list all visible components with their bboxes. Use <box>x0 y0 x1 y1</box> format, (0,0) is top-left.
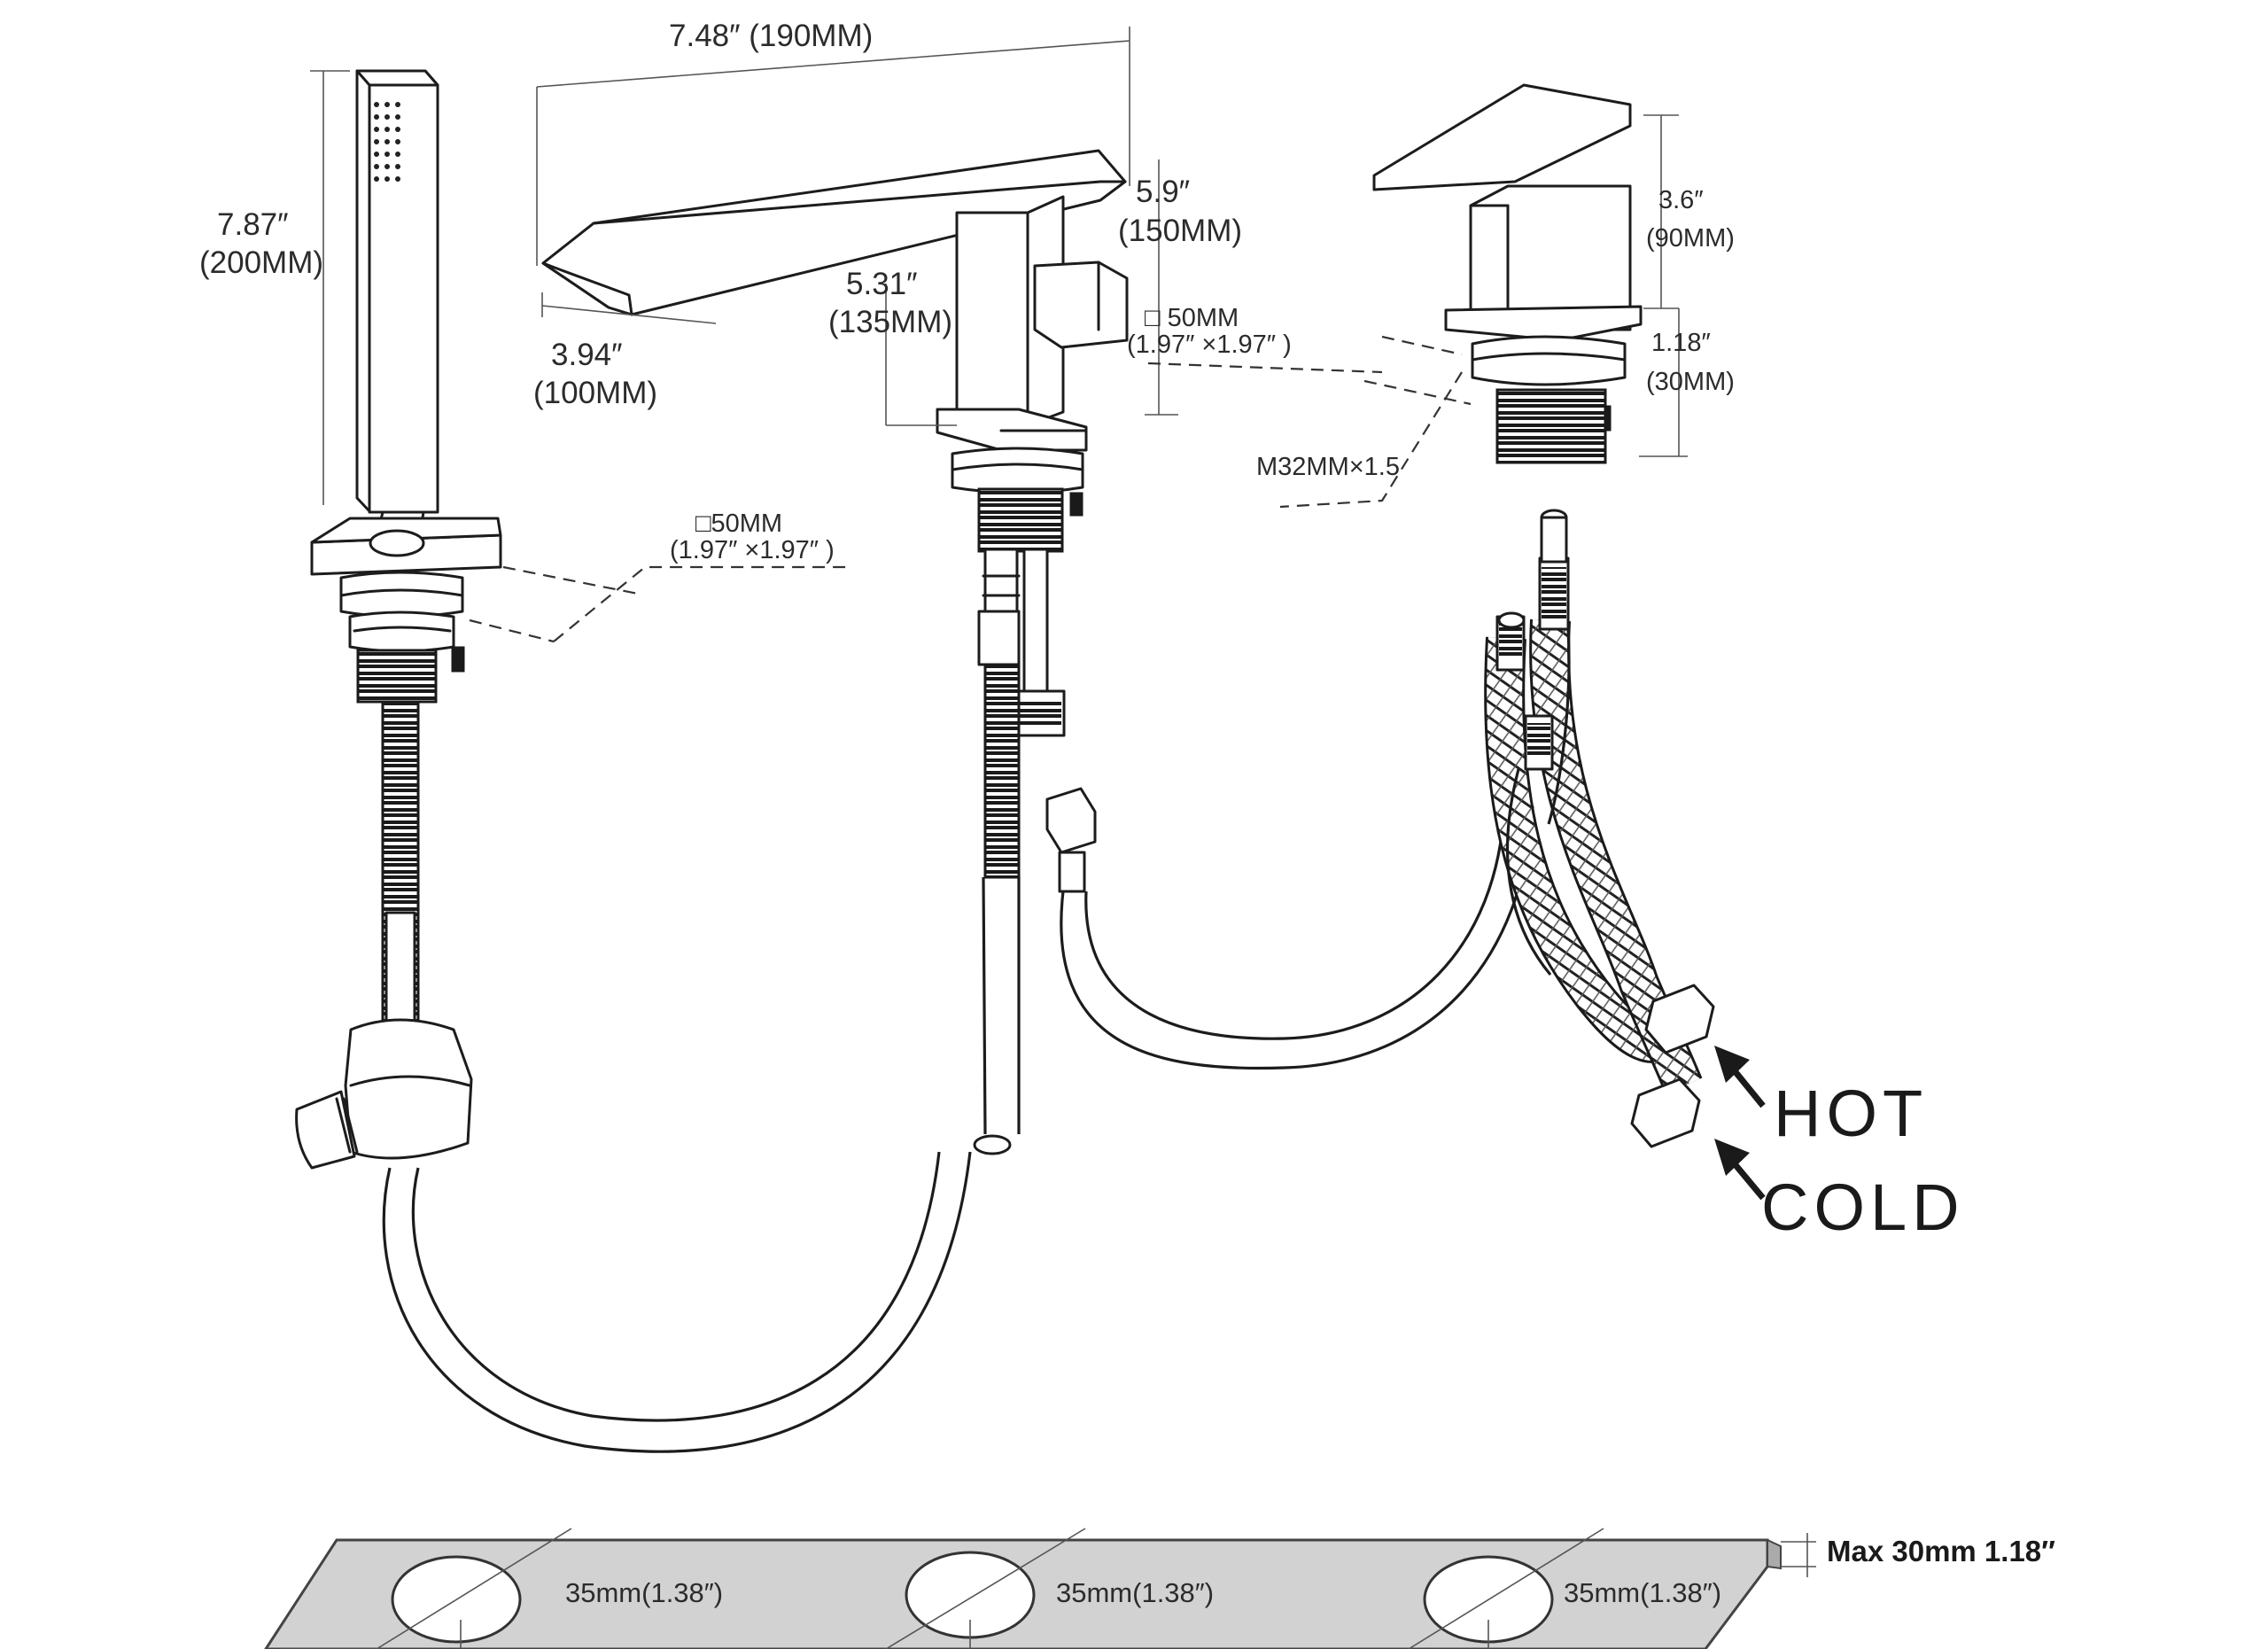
shower-hose-loop <box>382 1151 972 1453</box>
label-spout-reach-in: 3.94″ <box>551 338 623 372</box>
label-max-thickness: Max 30mm 1.18″ <box>1827 1535 2055 1567</box>
dimension-labels: 7.48″ (190MM) 5.9″ (150MM) 5.31″ (135MM)… <box>199 19 2055 1608</box>
handle-base-plate <box>1444 305 1643 342</box>
label-shower-height-in: 7.87″ <box>217 207 289 242</box>
cold-hex-nut <box>1630 1077 1701 1148</box>
label-body-height-mm: (135MM) <box>828 305 952 339</box>
spout-side-connector <box>1033 261 1129 349</box>
handle-threaded-shank <box>1495 388 1607 464</box>
label-shower-height-mm: (200MM) <box>199 245 323 280</box>
spout-threaded-shank <box>977 487 1064 553</box>
label-spout-height-in: 5.9″ <box>1136 175 1190 209</box>
dimension-lines <box>310 27 1688 505</box>
label-handle-height-mm: (90MM) <box>1646 224 1735 253</box>
mixing-handle-assembly <box>1372 83 1643 464</box>
deck-plate <box>264 1528 1816 1649</box>
label-hole-2: 35mm(1.38″) <box>1056 1577 1214 1608</box>
hot-arrow-icon <box>1714 1046 1766 1108</box>
cold-arrow-icon <box>1714 1139 1766 1201</box>
label-handle-base-in: 1.18″ <box>1651 329 1711 357</box>
label-base-square-left: □50MM <box>695 509 782 538</box>
label-width-total: 7.48″ (190MM) <box>669 19 873 53</box>
label-hole-1: 35mm(1.38″) <box>565 1577 723 1608</box>
label-cold: COLD <box>1761 1171 1965 1244</box>
spout-body <box>955 211 1029 427</box>
label-body-height-in: 5.31″ <box>846 267 918 301</box>
label-hot: HOT <box>1774 1077 1928 1150</box>
shower-threaded-shank <box>356 649 438 704</box>
label-hole-3: 35mm(1.38″) <box>1564 1577 1721 1608</box>
shower-nozzles <box>374 102 400 182</box>
label-base-square-center-in: (1.97″ ×1.97″ ) <box>1127 331 1292 359</box>
label-thread: M32MM×1.5 <box>1256 453 1400 481</box>
label-handle-height-in: 3.6″ <box>1658 186 1704 214</box>
handle-lever <box>1372 83 1632 191</box>
hex-nut-connector <box>1045 787 1097 854</box>
hose-weight <box>344 1018 473 1160</box>
spout-spring-hose <box>983 663 1021 879</box>
label-base-square-center: □ 50MM <box>1145 304 1239 332</box>
shower-mount-ring <box>339 571 464 618</box>
label-spout-height-mm: (150MM) <box>1118 214 1242 248</box>
label-base-square-left-in: (1.97″ ×1.97″ ) <box>670 536 835 564</box>
waterfall-spout-assembly <box>541 149 1129 1155</box>
label-handle-base-mm: (30MM) <box>1646 368 1735 396</box>
hand-shower-assembly <box>295 69 972 1453</box>
label-spout-reach-mm: (100MM) <box>533 376 657 410</box>
leader-lines <box>469 335 1472 643</box>
cold-braided-hose <box>1532 619 1700 1093</box>
hot-hex-nut <box>1644 984 1715 1054</box>
supply-hoses <box>1045 509 1715 1148</box>
